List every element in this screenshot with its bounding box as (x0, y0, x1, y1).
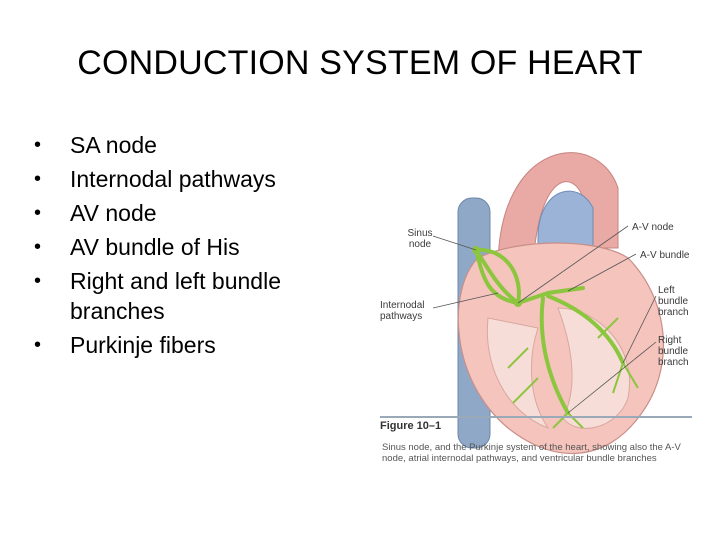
bullet-item: •AV bundle of His (34, 234, 240, 260)
bullet-item: •SA node (34, 132, 157, 158)
figure-caption-text: Sinus node, and the Purkinje system of t… (382, 442, 681, 464)
slide-title: CONDUCTION SYSTEM OF HEART (77, 44, 643, 82)
right-bundle-path (539, 296, 570, 415)
purkinje-fibers (507, 317, 639, 429)
bullet-dot: • (34, 134, 42, 156)
sinus-node-label: Sinus node (407, 228, 433, 250)
bullet-item: •Internodal pathways (34, 166, 276, 192)
bullet-dot: • (34, 270, 42, 292)
bullet-item: •Purkinje fibers (34, 332, 216, 358)
bullet-dot: • (34, 168, 42, 190)
bullet-item: •AV node (34, 200, 157, 226)
heart-conduction-illustration (432, 152, 665, 454)
leader-lines (432, 225, 657, 414)
right-ventricle (486, 317, 550, 430)
conduction-pathways (474, 247, 625, 415)
bullet-dot: • (34, 236, 42, 258)
av-node-label: A-V node (632, 222, 674, 233)
left-bundle-path (546, 294, 625, 365)
bullet-list: •SA node •Internodal pathways •AV node •… (30, 130, 360, 364)
right-bundle-branch-label: Right bundle branch (658, 335, 689, 368)
internodal-pathway (474, 247, 521, 305)
bullet-dot: • (34, 334, 42, 356)
bullet-dot: • (34, 202, 42, 224)
figure-caption-title: Figure 10–1 (380, 416, 692, 436)
internodal-pathways-label: Internodal pathways (380, 300, 425, 322)
left-ventricle (557, 307, 630, 429)
av-bundle-label: A-V bundle (640, 250, 690, 261)
av-bundle-path (516, 286, 585, 305)
internodal-pathway (474, 248, 520, 305)
left-bundle-branch-label: Left bundle branch (658, 285, 689, 318)
bullet-item: •Right and left bundle branches (34, 268, 281, 324)
